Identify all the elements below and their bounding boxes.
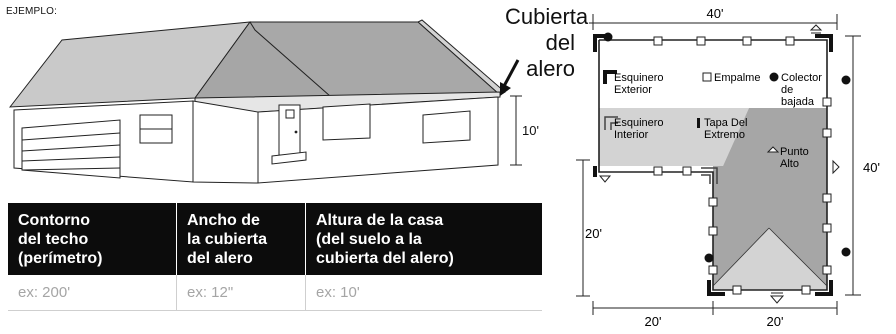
plan-dim-bottom-right: 20' (767, 314, 784, 329)
inside-corner-icon (701, 167, 718, 184)
legend-outside-corner-line2: Exterior (614, 84, 652, 96)
house-height-label: 10' (522, 123, 539, 138)
end-cap-icon (593, 166, 597, 177)
house-illustration (8, 19, 522, 184)
legend-high-point-line2: Alto (780, 158, 799, 170)
splice-icon (653, 166, 663, 176)
plan-roof-dark-corner (749, 108, 769, 166)
legend-splice-label: Empalme (714, 72, 760, 84)
high-point-icon (809, 24, 823, 31)
legend-end-cap-line2: Extremo (704, 129, 745, 141)
front-wall (192, 100, 259, 184)
downspout-icon (603, 32, 613, 42)
legend-end-cap-icon (697, 118, 700, 128)
front-door (278, 104, 301, 156)
outside-corner-icon (815, 280, 833, 296)
roof-plan-diagram: 40' 40' 20' 20' 20' (576, 6, 880, 329)
splice-icon (708, 265, 718, 275)
splice-icon (822, 193, 832, 203)
outside-corner-icon (707, 280, 725, 296)
legend-splice-icon (702, 72, 712, 82)
legend-high-point-icon (766, 146, 780, 153)
plan-dim-top: 40' (707, 6, 724, 21)
legend-end-cap-line1: Tapa Del (704, 117, 747, 129)
plan-dim-bottom-left: 20' (645, 314, 662, 329)
example-label: EJEMPLO: (6, 6, 58, 17)
plan-roof-hip (713, 228, 827, 290)
splice-icon (708, 226, 718, 236)
splice-icon (822, 128, 832, 138)
splice-icon (742, 36, 752, 46)
legend-outside-corner-line1: Esquinero (614, 72, 664, 84)
legend-downspout-line2: de (781, 84, 793, 96)
legend-downspout-line1: Colector (781, 72, 822, 84)
plan-outline (598, 39, 828, 291)
plan-dim-right: 40' (863, 160, 880, 175)
plan-roof-dark-lower (713, 166, 769, 286)
plan-roof-light-upper (599, 108, 749, 166)
splice-icon (708, 197, 718, 207)
splice-icon (822, 265, 832, 275)
example-eave-width: ex: 12" (176, 275, 306, 311)
splice-icon (682, 166, 692, 176)
eave-arrow-icon (500, 82, 511, 96)
outside-corner-icon (815, 34, 833, 52)
splice-icon (822, 223, 832, 233)
legend-inside-corner-line1: Esquinero (614, 117, 664, 129)
legend-inside-corner-icon (604, 116, 618, 130)
downspout-icon (841, 75, 851, 85)
high-point-icon (832, 159, 840, 175)
legend-downspout-line3: bajada (781, 96, 815, 108)
side-window (422, 110, 471, 144)
downspout-icon (841, 247, 851, 257)
high-point-icon (598, 175, 612, 183)
splice-icon (653, 36, 663, 46)
splice-icon (801, 285, 811, 295)
legend-downspout-icon (769, 72, 779, 82)
legend-high-point-line1: Punto (780, 146, 809, 158)
splice-icon (822, 97, 832, 107)
legend-inside-corner-line2: Interior (614, 129, 649, 141)
downspout-icon (704, 253, 714, 263)
plan-roof-white (599, 40, 827, 108)
door-step (271, 151, 307, 165)
splice-icon (732, 285, 742, 295)
legend-outside-corner-icon (603, 70, 617, 84)
splice-icon (785, 36, 795, 46)
plan-roof-dark-lower-r (769, 166, 827, 286)
high-point-icon (769, 295, 785, 304)
front-window (322, 103, 371, 141)
example-roof-perimeter: ex: 200' (8, 275, 177, 311)
example-house-height: ex: 10' (305, 275, 542, 311)
plan-dim-left: 20' (585, 226, 602, 241)
splice-icon (696, 36, 706, 46)
eave-label: Cubierta del alero (505, 4, 589, 81)
